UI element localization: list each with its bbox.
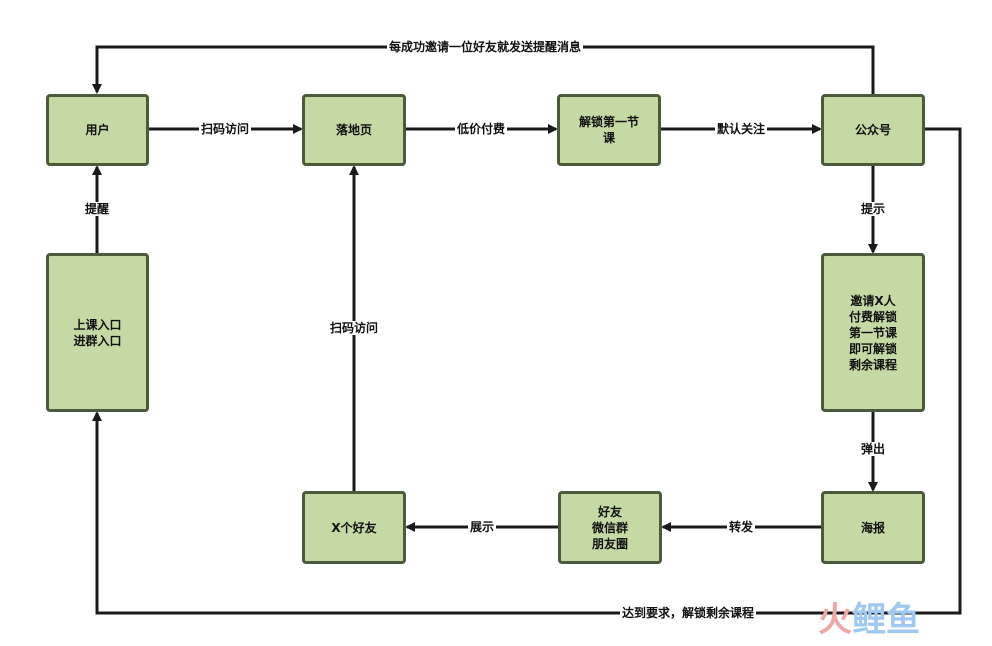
- node-friends-groups: 好友 微信群 朋友圈: [558, 491, 662, 564]
- edge-label-user-landing: 扫码访问: [198, 122, 252, 136]
- node-poster-label: 海报: [860, 520, 885, 535]
- watermark-part-carp: 鲤鱼: [852, 600, 920, 640]
- edge-label-invite-poster: 弹出: [858, 442, 888, 456]
- edge-label-bottom-goal: 达到要求，解锁剩余课程: [619, 606, 757, 620]
- edge-label-account-invite: 提示: [858, 202, 888, 216]
- node-unlock-first-lesson: 解锁第一节 课: [557, 94, 661, 166]
- node-poster: 海报: [821, 491, 925, 564]
- edge-top-reminder: [92, 45, 875, 94]
- node-user: 用户: [46, 94, 149, 166]
- node-class-entry-label: 上课入口 进群入口: [73, 317, 122, 348]
- edge-label-poster-groups: 转发: [726, 520, 756, 534]
- edge-label-friends-landing: 扫码访问: [327, 321, 381, 335]
- node-official-account: 公众号: [821, 94, 925, 166]
- node-landing-page: 落地页: [302, 94, 406, 166]
- edge-label-landing-unlock: 低价付费: [454, 122, 508, 136]
- node-friends-groups-label: 好友 微信群 朋友圈: [591, 504, 628, 551]
- node-x-friends-label: X个好友: [331, 520, 377, 535]
- watermark-part-fire: 火: [818, 600, 852, 640]
- edge-label-entry-user: 提醒: [82, 202, 112, 216]
- edge-label-groups-friends: 展示: [467, 520, 497, 534]
- node-official-account-label: 公众号: [854, 123, 891, 137]
- node-invite-rule: 邀请X人 付费解锁 第一节课 即可解锁 剩余课程: [821, 253, 925, 412]
- edge-bottom-goal: [92, 127, 962, 615]
- node-landing-page-label: 落地页: [335, 123, 372, 137]
- node-class-entry: 上课入口 进群入口: [46, 253, 149, 412]
- node-unlock-first-lesson-label: 解锁第一节 课: [578, 115, 639, 145]
- edge-label-top-reminder: 每成功邀请一位好友就发送提醒消息: [386, 40, 584, 54]
- edge-label-unlock-account: 默认关注: [714, 122, 768, 136]
- node-user-label: 用户: [85, 123, 110, 137]
- node-x-friends: X个好友: [302, 491, 406, 564]
- node-invite-rule-label: 邀请X人 付费解锁 第一节课 即可解锁 剩余课程: [848, 293, 897, 372]
- watermark-logo: 火鲤鱼: [818, 600, 920, 640]
